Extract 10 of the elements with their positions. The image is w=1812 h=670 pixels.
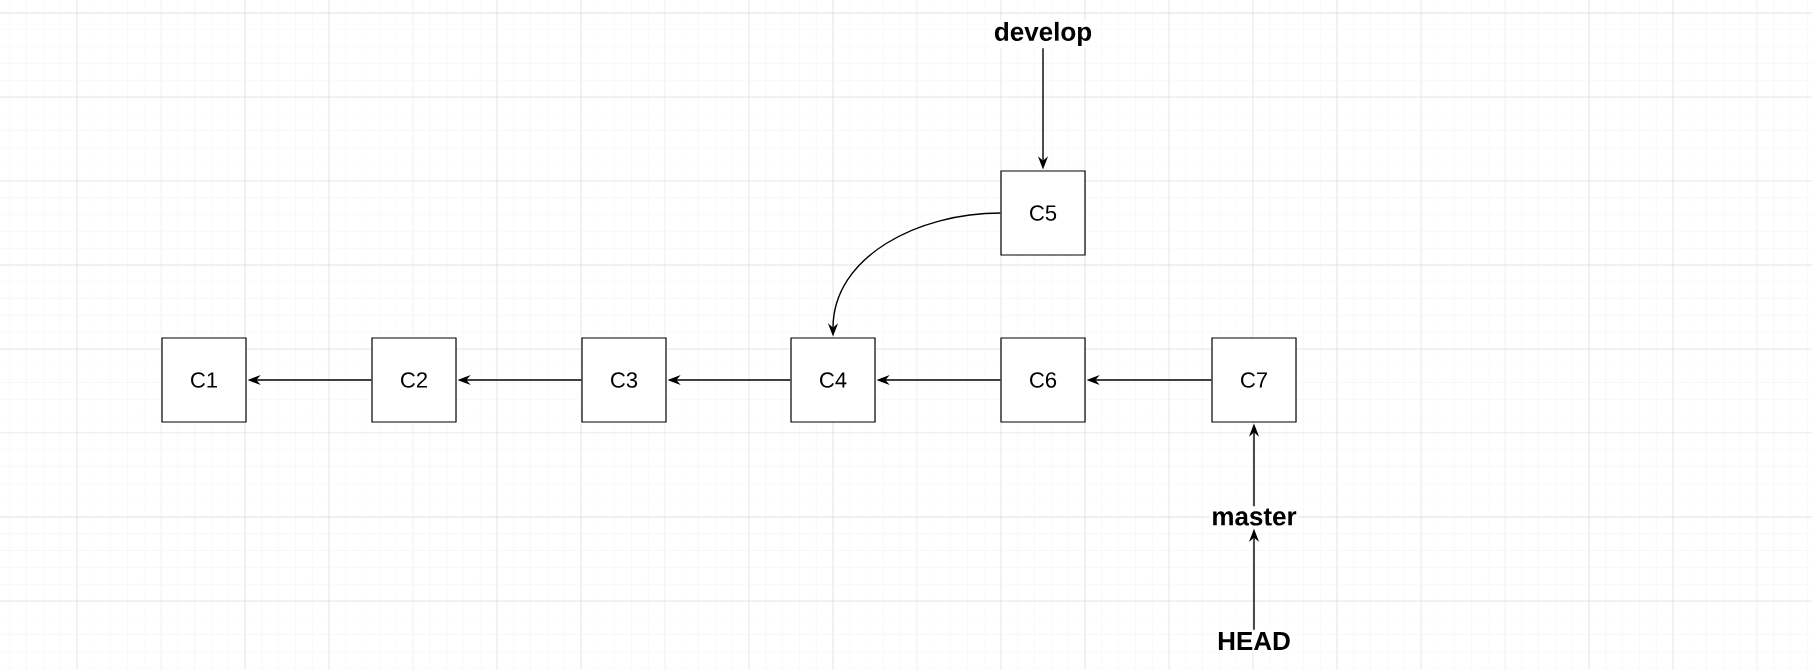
commit-box: C1 bbox=[161, 337, 247, 423]
commit-box: C4 bbox=[790, 337, 876, 423]
commit-box: C6 bbox=[1000, 337, 1086, 423]
branch-label: develop bbox=[991, 19, 1095, 49]
commit-box: C3 bbox=[581, 337, 667, 423]
branch-label: HEAD bbox=[1215, 630, 1293, 652]
commit-box: C7 bbox=[1211, 337, 1297, 423]
commit-box: C2 bbox=[371, 337, 457, 423]
commit-box: C5 bbox=[1000, 170, 1086, 256]
branch-label: master bbox=[1209, 506, 1299, 528]
